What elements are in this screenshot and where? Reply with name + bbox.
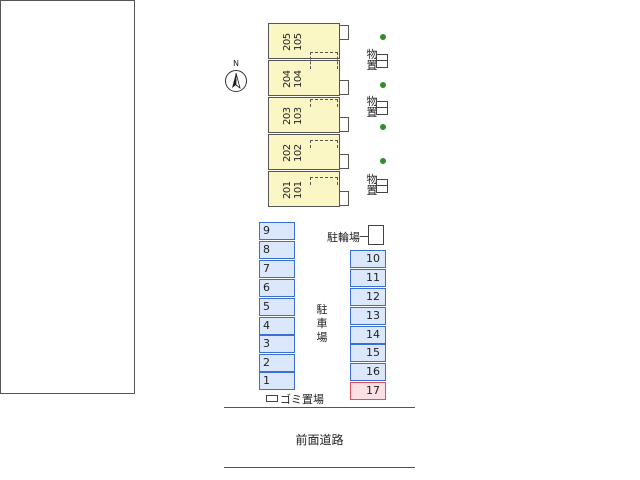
storage-label: 物置	[366, 173, 378, 197]
entrance-tab	[340, 117, 349, 132]
parking-spot-17: 17	[350, 382, 386, 400]
unit-label: 201 101	[282, 181, 304, 199]
storage-shed	[376, 101, 388, 115]
unit-203-103: 203 103	[268, 97, 340, 133]
compass-north-label: N	[233, 59, 239, 68]
parking-spot-7: 7	[259, 260, 295, 278]
balcony-outline	[310, 140, 338, 148]
road-edge-top	[224, 407, 415, 408]
unit-205-105: 205 105	[268, 23, 340, 59]
parking-spot-2: 2	[259, 354, 295, 372]
tree-icon	[380, 34, 386, 40]
parking-spot-1: 1	[259, 372, 295, 390]
storage-shed	[376, 179, 388, 193]
parking-spot-9: 9	[259, 222, 295, 240]
parking-spot-10: 10	[350, 250, 386, 268]
entrance-tab	[340, 25, 349, 40]
parking-spot-14: 14	[350, 326, 386, 344]
road-edge-bottom	[224, 467, 415, 468]
north-arrow-icon	[225, 70, 247, 92]
entrance-tab	[340, 191, 349, 206]
road-label: 前面道路	[295, 433, 344, 447]
garbage-bin-icon	[266, 395, 278, 402]
bicycle-parking-connector	[360, 236, 368, 237]
parking-spot-3: 3	[259, 335, 295, 353]
balcony-outline	[310, 52, 338, 69]
storage-shed	[376, 54, 388, 68]
parking-label: 駐車場	[316, 303, 328, 344]
storage-label: 物置	[366, 95, 378, 119]
unit-label: 205 105	[282, 33, 304, 51]
parking-spot-15: 15	[350, 344, 386, 362]
parking-spot-5: 5	[259, 298, 295, 316]
tree-icon	[380, 158, 386, 164]
tree-icon	[380, 124, 386, 130]
parking-spot-4: 4	[259, 317, 295, 335]
parking-spot-8: 8	[259, 241, 295, 259]
parking-spot-11: 11	[350, 269, 386, 287]
unit-label: 203 103	[282, 107, 304, 125]
entrance-tab	[340, 154, 349, 169]
site-boundary	[0, 0, 135, 394]
bicycle-parking-area	[368, 225, 384, 245]
parking-spot-12: 12	[350, 288, 386, 306]
unit-label: 202 102	[282, 144, 304, 162]
tree-icon	[380, 82, 386, 88]
unit-204-104: 204 104	[268, 60, 340, 96]
storage-label: 物置	[366, 48, 378, 72]
parking-spot-16: 16	[350, 363, 386, 381]
garbage-area-label: ゴミ置場	[280, 393, 324, 406]
entrance-tab	[340, 80, 349, 95]
unit-label: 204 104	[282, 70, 304, 88]
balcony-outline	[310, 99, 338, 107]
parking-spot-13: 13	[350, 307, 386, 325]
balcony-outline	[310, 177, 338, 185]
parking-spot-6: 6	[259, 279, 295, 297]
bicycle-parking-label: 駐輪場	[327, 231, 360, 244]
